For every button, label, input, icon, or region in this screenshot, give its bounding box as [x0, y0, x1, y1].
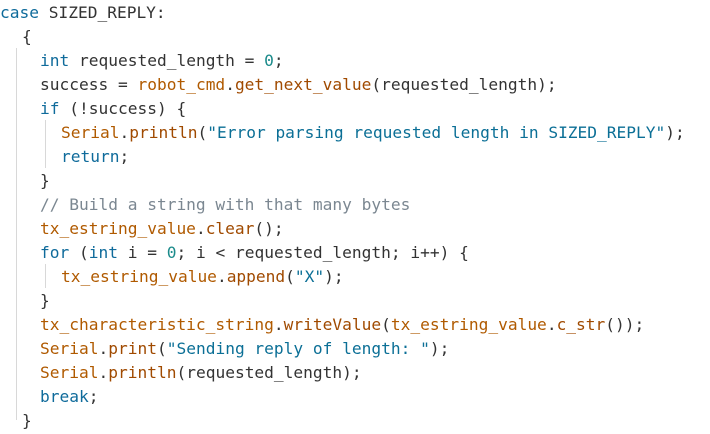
code-token: requested_length =	[69, 51, 265, 70]
code-token: tx_estring_value	[40, 219, 196, 238]
code-token: SIZED_REPLY:	[38, 3, 166, 22]
code-token: tx_estring_value	[61, 267, 217, 286]
code-token: (	[381, 315, 391, 334]
line-if: if (!success) {	[40, 97, 186, 121]
line-close-case: }	[22, 409, 32, 433]
code-token: ());	[605, 315, 645, 334]
code-token: );	[665, 123, 685, 142]
code-token: ;	[273, 51, 284, 70]
code-token: (!success) {	[59, 99, 187, 118]
code-token: Serial	[61, 123, 120, 142]
line-for: for (int i = 0; i < requested_length; i+…	[40, 241, 469, 265]
code-token: get_next_value	[234, 75, 372, 94]
code-token: 0	[264, 51, 274, 70]
code-token: (requested_length);	[371, 75, 557, 94]
code-token: robot_cmd	[137, 75, 226, 94]
code-token: }	[22, 411, 32, 430]
code-token: Serial	[40, 339, 99, 358]
line-append: tx_estring_value.append("X");	[61, 265, 344, 289]
code-token: ();	[254, 219, 284, 238]
code-token: .	[273, 315, 284, 334]
code-token: .	[119, 123, 130, 142]
code-token: "Error parsing requested length in SIZED…	[207, 123, 666, 142]
line-serial-print: Serial.print("Sending reply of length: "…	[40, 337, 449, 361]
code-token: "Sending reply of length: "	[166, 339, 430, 358]
code-token: .	[98, 339, 109, 358]
code-token: int	[88, 243, 118, 262]
line-serial-error: Serial.println("Error parsing requested …	[61, 121, 685, 145]
code-token: c_str	[556, 315, 606, 334]
code-token: (requested_length);	[176, 363, 362, 382]
line-clear: tx_estring_value.clear();	[40, 217, 284, 241]
code-token: }	[40, 291, 50, 310]
line-comment: // Build a string with that many bytes	[40, 193, 410, 217]
code-token: print	[108, 339, 157, 358]
code-token: append	[226, 267, 286, 286]
code-token: .	[98, 363, 109, 382]
line-break: break;	[40, 385, 98, 409]
code-token: i =	[118, 243, 167, 262]
code-token: }	[40, 171, 50, 190]
code-token: case	[0, 3, 39, 22]
code-token: {	[22, 27, 32, 46]
code-token: clear	[205, 219, 255, 238]
code-token: (	[156, 339, 167, 358]
code-token: .	[195, 219, 206, 238]
code-token: // Build a string with that many bytes	[40, 195, 411, 214]
line-serial-println: Serial.println(requested_length);	[40, 361, 362, 385]
code-token: tx_estring_value	[390, 315, 547, 334]
code-token: println	[129, 123, 198, 142]
code-token: (	[197, 123, 208, 142]
indent-guide-if	[45, 120, 46, 168]
code-token: println	[108, 363, 177, 382]
code-token: "X"	[294, 267, 325, 286]
line-write-value: tx_characteristic_string.writeValue(tx_e…	[40, 313, 644, 337]
line-close-for: }	[40, 289, 50, 313]
code-token: );	[324, 267, 344, 286]
code-token: success =	[40, 75, 138, 94]
line-return: return;	[61, 145, 129, 169]
code-token: break	[40, 387, 89, 406]
code-token: .	[546, 315, 557, 334]
indent-guide-for	[45, 264, 46, 288]
code-token: Serial	[40, 363, 99, 382]
line-int-decl: int requested_length = 0;	[40, 49, 284, 73]
code-token: tx_characteristic_string	[40, 315, 274, 334]
line-close-if: }	[40, 169, 50, 193]
code-token: ; i < requested_length; i++) {	[176, 243, 469, 262]
code-token: for	[40, 243, 70, 262]
code-token: writeValue	[283, 315, 382, 334]
indent-guide-outer	[16, 48, 17, 420]
code-token: );	[429, 339, 450, 358]
line-success: success = robot_cmd.get_next_value(reque…	[40, 73, 557, 97]
code-token: .	[216, 267, 227, 286]
code-token: (	[285, 267, 295, 286]
code-token: .	[225, 75, 235, 94]
line-case: case SIZED_REPLY:	[0, 1, 166, 25]
code-token: ;	[88, 387, 99, 406]
code-token: 0	[166, 243, 177, 262]
code-token: int	[40, 51, 70, 70]
code-token: ;	[119, 147, 130, 166]
code-token: if	[40, 99, 60, 118]
code-token: return	[61, 147, 120, 166]
code-token: (	[69, 243, 89, 262]
line-open-brace: {	[22, 25, 32, 49]
